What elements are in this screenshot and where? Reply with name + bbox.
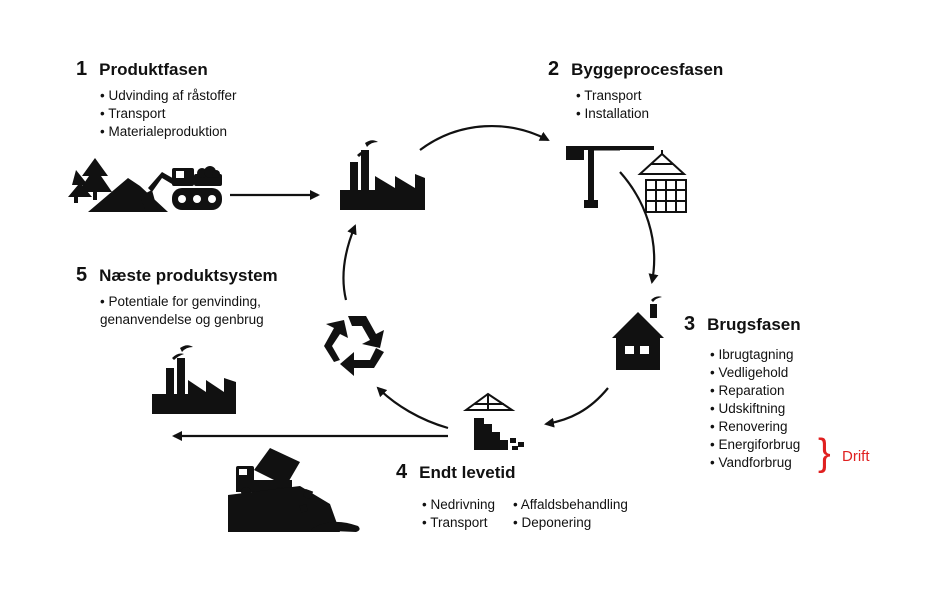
phase-item: Renovering: [710, 418, 801, 436]
trees-icon: [68, 158, 112, 203]
phase-2: 2 Byggeprocesfasen Transport Installatio…: [548, 58, 723, 123]
phase-item: Transport: [100, 105, 237, 123]
phase-title: Næste produktsystem: [99, 266, 278, 285]
phase-item: Transport: [576, 87, 723, 105]
phase-number: 4: [396, 461, 408, 483]
dump-truck-icon: [228, 448, 360, 532]
house-icon: [612, 296, 664, 370]
phase-item: Energiforbrug: [710, 436, 801, 454]
phase-item: Vandforbrug: [710, 454, 801, 472]
demolition-icon: [462, 392, 524, 450]
phase-item: Udskiftning: [710, 400, 801, 418]
crane-icon: [566, 146, 654, 208]
drift-brace: }: [818, 432, 831, 474]
phase-item: Materialeproduktion: [100, 123, 237, 141]
phase-number: 2: [548, 58, 560, 80]
phase-3: 3 Brugsfasen Ibrugtagning Vedligehold Re…: [684, 313, 801, 472]
phase-item: Reparation: [710, 382, 801, 400]
phase-4: 4 Endt levetid Nedrivning Transport Affa…: [396, 461, 628, 532]
phase-item: Udvinding af råstoffer: [100, 87, 236, 105]
phase-item: Vedligehold: [710, 364, 801, 382]
phase-item: • Potentiale for genvinding,: [100, 294, 261, 309]
phase-1: 1 Produktfasen Udvinding af råstoffer Tr…: [76, 58, 237, 141]
phase-item: Installation: [576, 105, 723, 123]
phase-number: 5: [76, 264, 88, 286]
phase-5: 5 Næste produktsystem • Potentiale for g…: [76, 264, 278, 329]
factory-small-icon: [152, 345, 236, 414]
building-frame-icon: [637, 150, 687, 213]
phase-number: 1: [76, 58, 88, 80]
phase-item: Affaldsbehandling: [513, 496, 628, 514]
excavator-icon: [140, 166, 222, 212]
phase-title: Endt levetid: [419, 463, 516, 482]
phase-title: Produktfasen: [99, 60, 208, 79]
phase-item: Deponering: [513, 514, 628, 532]
drift-label: Drift: [842, 448, 870, 465]
recycle-icon: [324, 316, 384, 376]
phase-item: genanvendelse og genbrug: [100, 312, 264, 327]
phase-number: 3: [684, 313, 696, 335]
phase-item: Transport: [422, 514, 495, 532]
factory-icon: [340, 140, 425, 210]
phase-title: Byggeprocesfasen: [571, 60, 724, 79]
phase-item: Ibrugtagning: [710, 346, 801, 364]
phase-item: Nedrivning: [422, 496, 495, 514]
phase-title: Brugsfasen: [707, 315, 801, 334]
